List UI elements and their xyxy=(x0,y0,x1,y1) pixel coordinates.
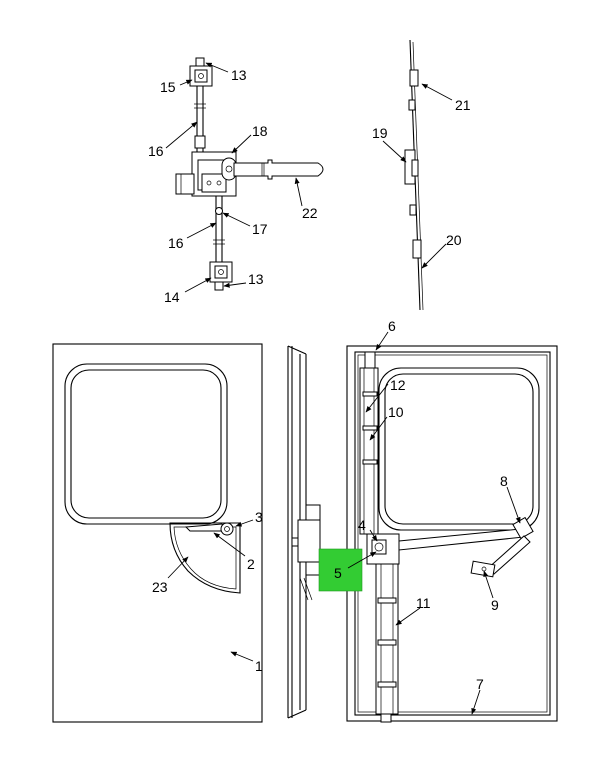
callout-23: 23 xyxy=(152,579,168,595)
callout-14: 14 xyxy=(164,289,180,305)
callout-21: 21 xyxy=(455,97,471,113)
callout-19: 19 xyxy=(372,125,388,141)
callout-1: 1 xyxy=(255,658,263,674)
callout-22: 22 xyxy=(302,205,318,221)
highlight-part-5 xyxy=(318,548,363,592)
callout-12: 12 xyxy=(390,377,406,393)
callout-15: 15 xyxy=(160,79,176,95)
callout-16-lower: 16 xyxy=(168,235,184,251)
door-exterior xyxy=(52,343,263,723)
latch-assembly-front xyxy=(175,57,324,291)
callout-16-upper: 16 xyxy=(148,143,164,159)
leader-lines xyxy=(165,62,521,715)
callout-17: 17 xyxy=(252,221,268,237)
callout-8: 8 xyxy=(500,473,508,489)
latch-assembly-side xyxy=(404,39,424,311)
callout-13-top: 13 xyxy=(231,67,247,83)
callout-labels: 1 2 3 4 5 6 7 8 9 10 11 12 13 13 14 15 1… xyxy=(148,67,508,692)
callout-20: 20 xyxy=(446,232,462,248)
callout-7: 7 xyxy=(476,676,484,692)
door-interior xyxy=(346,345,558,723)
callout-13-bottom: 13 xyxy=(248,271,264,287)
callout-9: 9 xyxy=(491,597,499,613)
callout-11: 11 xyxy=(416,595,431,611)
callout-2: 2 xyxy=(247,556,255,572)
door-edge-section xyxy=(287,345,321,719)
callout-3: 3 xyxy=(255,509,263,525)
callout-4: 4 xyxy=(358,517,366,533)
callout-5: 5 xyxy=(334,565,342,581)
callout-6: 6 xyxy=(388,318,396,334)
callout-10: 10 xyxy=(388,404,404,420)
callout-18: 18 xyxy=(252,123,268,139)
